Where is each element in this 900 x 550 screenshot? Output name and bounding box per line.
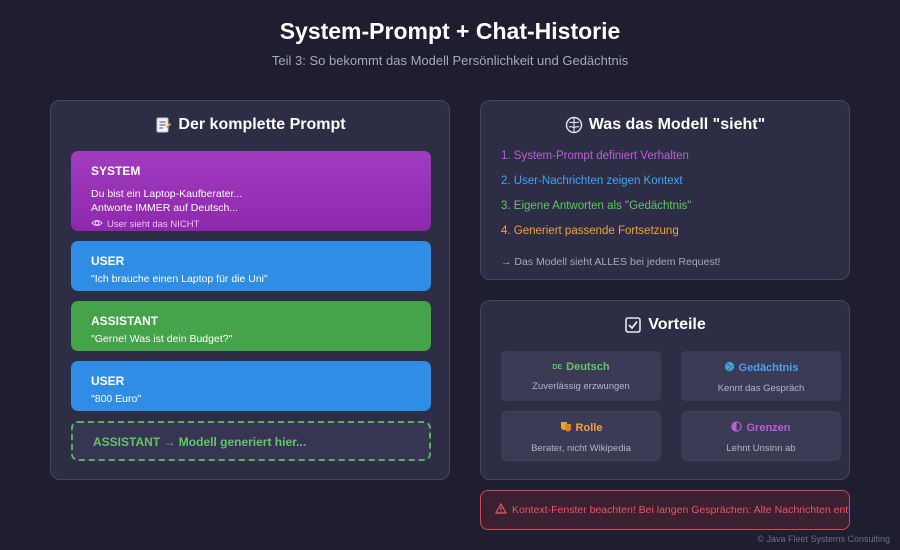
tile-title: Rolle	[575, 422, 603, 434]
benefits-panel: Vorteile DE Deutsch Zuverlässig erzwunge…	[480, 300, 850, 480]
message-text: "Ich brauche einen Laptop für die Uni"	[91, 273, 268, 285]
half-circle-icon	[731, 421, 743, 435]
summary-text: → Das Modell sieht ALLES bei jedem Reque…	[501, 256, 721, 268]
memo-icon	[154, 116, 172, 134]
page-subtitle: Teil 3: So bekommt das Modell Persönlich…	[271, 53, 629, 68]
tile-desc: Lehnt Unsinn ab	[726, 443, 796, 454]
context-window-warning: Kontext-Fenster beachten! Bei langen Ges…	[480, 490, 850, 530]
benefit-tile-grenzen: Grenzen Lehnt Unsinn ab	[681, 411, 841, 461]
message-role: USER	[91, 254, 125, 268]
eye-icon	[91, 218, 103, 231]
benefit-tile-gedaechtnis: Gedächtnis Kennt das Gespräch	[681, 351, 841, 401]
brain-icon	[565, 116, 583, 134]
warning-icon	[494, 502, 508, 517]
prompt-panel: Der komplette Prompt SYSTEM Du bist ein …	[50, 100, 450, 480]
theater-masks-icon	[560, 421, 572, 435]
tile-title: Gedächtnis	[738, 362, 799, 374]
copyright: © Java Fleet Systems Consulting	[757, 534, 890, 544]
list-item: 3. Eigene Antworten als "Gedächtnis"	[501, 200, 692, 212]
warning-text: Kontext-Fenster beachten! Bei langen Ges…	[512, 504, 850, 516]
user-message: USER "800 Euro"	[71, 361, 431, 411]
list-item: 2. User-Nachrichten zeigen Kontext	[501, 175, 683, 187]
list-item: 4. Generiert passende Fortsetzung	[501, 225, 679, 237]
tile-desc: Zuverlässig erzwungen	[532, 381, 630, 392]
system-message: SYSTEM Du bist ein Laptop-Kaufberater...…	[71, 151, 431, 231]
message-text: "Gerne! Was ist dein Budget?"	[91, 333, 233, 345]
assistant-generation-placeholder: ASSISTANT → Modell generiert hier...	[71, 421, 431, 461]
list-item: 1. System-Prompt definiert Verhalten	[501, 150, 689, 162]
benefit-tile-rolle: Rolle Berater, nicht Wikipedia	[501, 411, 661, 461]
user-message: USER "Ich brauche einen Laptop für die U…	[71, 241, 431, 291]
message-text: Du bist ein Laptop-Kaufberater...	[91, 188, 243, 200]
tile-title: Grenzen	[746, 422, 791, 434]
benefits-heading: Vorteile	[648, 316, 706, 333]
benefit-tile-deutsch: DE Deutsch Zuverlässig erzwungen	[501, 351, 661, 401]
prompt-panel-heading: Der komplette Prompt	[178, 116, 346, 133]
message-role: ASSISTANT → Modell generiert hier...	[93, 435, 307, 449]
model-sees-panel: Was das Modell "sieht" 1. System-Prompt …	[480, 100, 850, 280]
hidden-note: User sieht das NICHT	[91, 218, 411, 231]
globe-icon	[724, 361, 735, 375]
message-text: "800 Euro"	[91, 393, 142, 405]
page-title: System-Prompt + Chat-Historie	[279, 18, 621, 44]
model-sees-heading: Was das Modell "sieht"	[588, 116, 766, 133]
tile-title: Deutsch	[566, 361, 610, 373]
message-role: SYSTEM	[91, 164, 141, 178]
checkbox-icon	[624, 316, 642, 334]
de-flag-icon: DE	[552, 363, 563, 371]
message-role: USER	[91, 374, 125, 388]
message-text: Antworte IMMER auf Deutsch...	[91, 202, 239, 214]
assistant-message: ASSISTANT "Gerne! Was ist dein Budget?"	[71, 301, 431, 351]
tile-desc: Berater, nicht Wikipedia	[531, 443, 631, 454]
message-role: ASSISTANT	[91, 314, 159, 328]
tile-desc: Kennt das Gespräch	[717, 383, 805, 394]
